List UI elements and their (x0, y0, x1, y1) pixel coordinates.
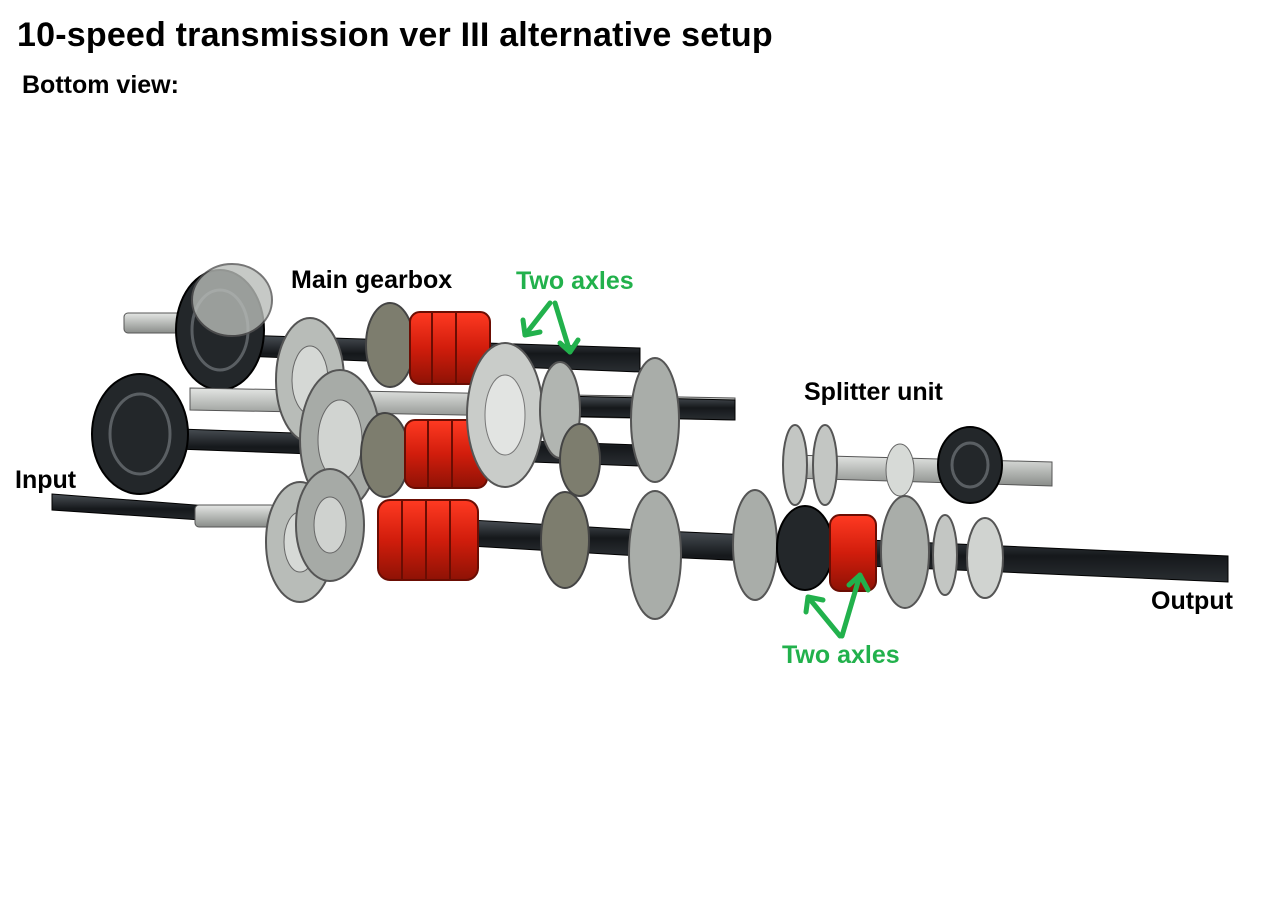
page-title: 10-speed transmission ver III alternativ… (17, 16, 773, 54)
main-tall-gear (630, 357, 680, 483)
splitter-unit (732, 424, 1053, 609)
top-arrow-left (522, 300, 553, 338)
splitter-black-gear-2 (776, 505, 834, 591)
input-label: Input (15, 466, 77, 494)
splitter-black-gear (937, 426, 1003, 504)
top-axles-arrows (520, 300, 581, 355)
red-clutch-lower (377, 499, 479, 581)
two-axles-bottom-label: Two axles (782, 641, 900, 669)
splitter-upper-disc-2 (812, 424, 838, 506)
splitter-upper-disc-1 (782, 424, 808, 506)
splitter-bevel-gear (966, 517, 1004, 599)
bottom-arrow-right (839, 572, 863, 639)
splitter-unit-label: Splitter unit (804, 378, 943, 406)
lower-dark-gear (540, 491, 590, 589)
main-dark-gear-1 (365, 302, 415, 388)
input-output-shaft (51, 468, 1229, 620)
splitter-grey-gear-1 (732, 489, 778, 601)
main-gearbox (91, 302, 736, 511)
two-axles-top-label: Two axles (516, 267, 634, 295)
main-gearbox-label: Main gearbox (291, 266, 453, 294)
upper-grey-gear (191, 263, 273, 337)
bottom-arrow-left (805, 594, 843, 639)
main-dark-gear-3 (559, 423, 601, 497)
splitter-grey-gear-2 (880, 495, 930, 609)
lower-tall-gear (628, 490, 682, 620)
main-dark-gear-2 (360, 412, 410, 498)
left-black-gear (91, 373, 189, 495)
view-subtitle: Bottom view: (22, 71, 179, 99)
bottom-axles-arrows (803, 572, 871, 639)
top-arrow-right (552, 300, 573, 355)
output-label: Output (1151, 587, 1233, 615)
splitter-disc-3 (932, 514, 958, 596)
